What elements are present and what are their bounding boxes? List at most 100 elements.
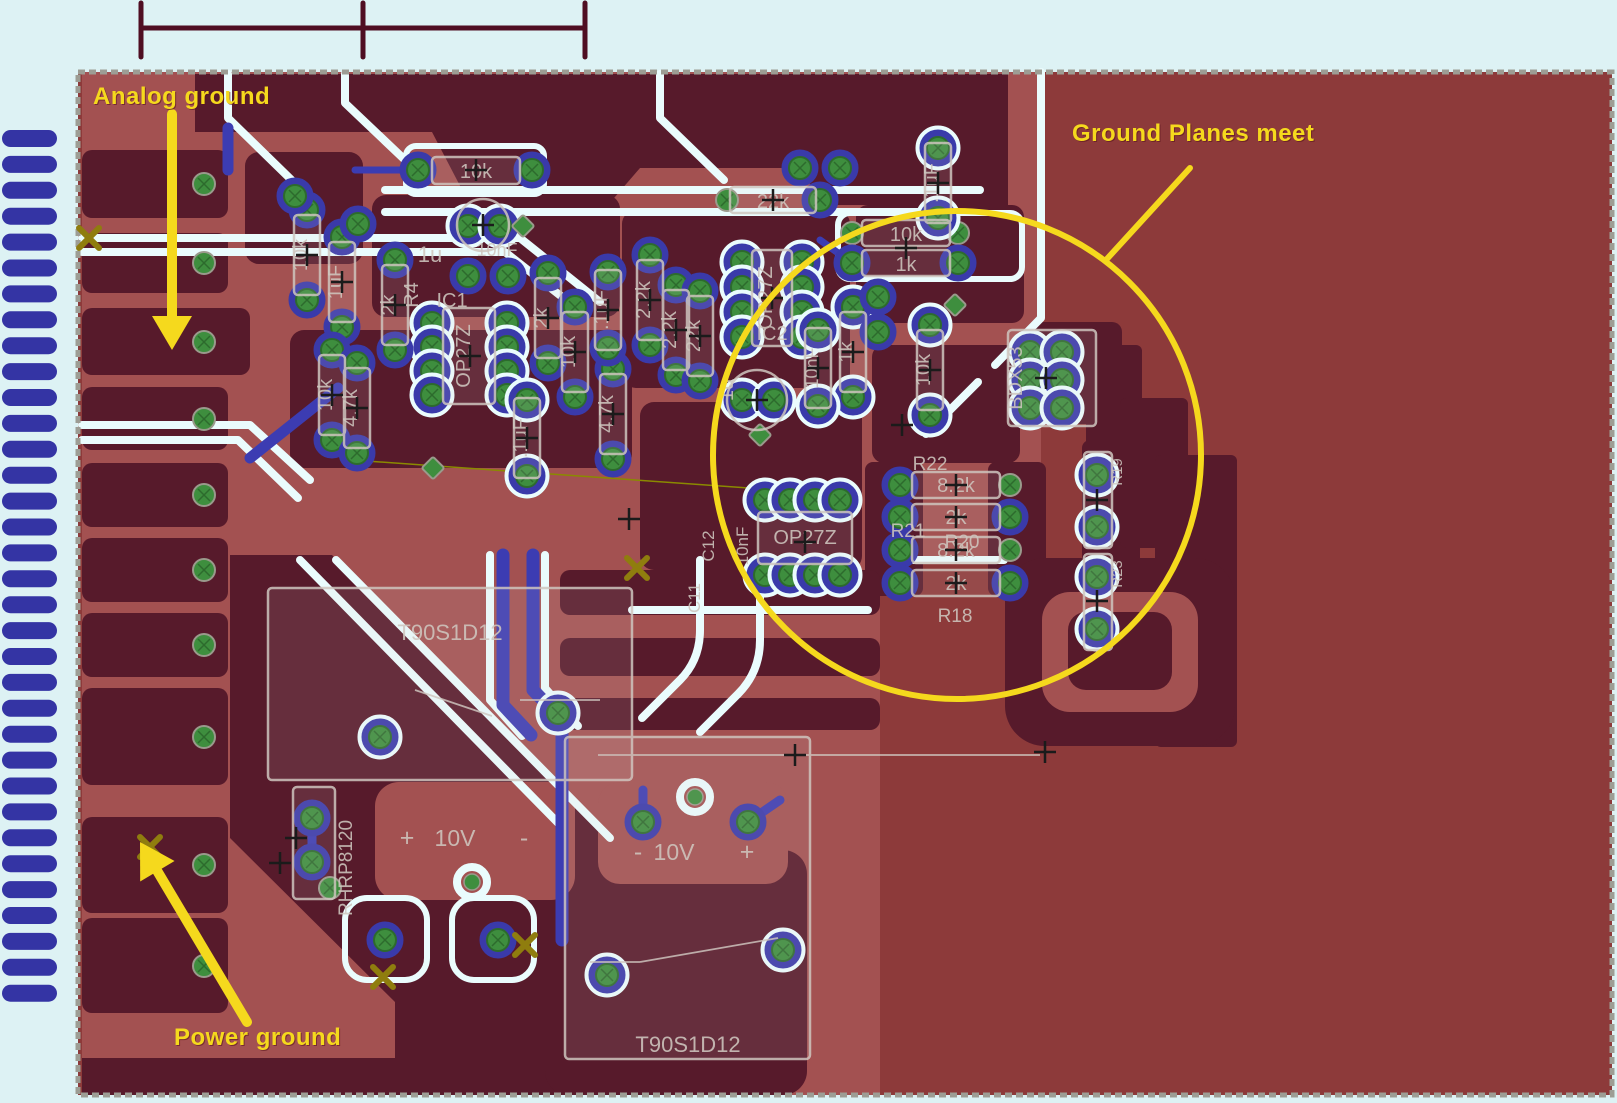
pad-hatch bbox=[767, 393, 781, 407]
pad-halo bbox=[915, 195, 961, 241]
connector-pin bbox=[2, 440, 57, 458]
ground-planes-circle bbox=[710, 208, 1204, 702]
silk-label: - bbox=[634, 838, 642, 866]
pad-ring bbox=[939, 244, 977, 282]
pad-hatch bbox=[520, 393, 534, 407]
pad-ring bbox=[489, 257, 527, 295]
pad-ring bbox=[539, 694, 577, 732]
pad-halo bbox=[760, 927, 806, 973]
component-outline bbox=[563, 735, 812, 1061]
connector-pin bbox=[2, 803, 57, 821]
connector-pin bbox=[2, 492, 57, 510]
target-pad-ring bbox=[676, 778, 714, 816]
pad-hatch bbox=[1055, 345, 1069, 359]
pad-hatch bbox=[833, 161, 847, 175]
pad-hatch bbox=[1090, 468, 1104, 482]
pad-ring bbox=[821, 556, 859, 594]
pad-hatch bbox=[1003, 543, 1017, 557]
separation-channel bbox=[78, 234, 604, 306]
connector-pin bbox=[2, 958, 57, 976]
pad-ring bbox=[293, 799, 331, 837]
pad-ring bbox=[589, 253, 627, 291]
silk-label: 10V bbox=[435, 825, 477, 851]
pad-hatch bbox=[461, 219, 475, 233]
target-pad bbox=[463, 873, 481, 891]
pad-ring bbox=[729, 803, 767, 841]
diamond-pad bbox=[511, 214, 535, 238]
pad-hatch bbox=[1090, 520, 1104, 534]
connector-pin bbox=[2, 673, 57, 691]
pad-ring bbox=[589, 329, 627, 367]
pad-ring bbox=[991, 564, 1029, 602]
component-outline bbox=[291, 785, 337, 901]
silk-label: R18 bbox=[938, 606, 973, 627]
pad-hatch bbox=[893, 478, 907, 492]
pad-ring bbox=[991, 498, 1029, 536]
pad-hatch bbox=[951, 256, 965, 270]
pad-hatch bbox=[811, 323, 825, 337]
pad-hatch bbox=[197, 335, 211, 349]
connector-pin bbox=[2, 648, 57, 665]
pad-hatch bbox=[1003, 478, 1017, 492]
pad-ring bbox=[339, 205, 377, 243]
pad-ring bbox=[859, 278, 897, 316]
pad-ring bbox=[556, 378, 594, 416]
connector-pin bbox=[2, 130, 57, 147]
pad-ring bbox=[631, 326, 669, 364]
connector-pin bbox=[2, 155, 57, 173]
pad-hatch bbox=[1003, 576, 1017, 590]
silk-label: 10V bbox=[654, 839, 696, 865]
pad-hatch bbox=[197, 563, 211, 577]
pad-ring bbox=[594, 440, 632, 478]
pad-ring bbox=[293, 843, 331, 881]
pad-hatch bbox=[893, 576, 907, 590]
left-edge-pad bbox=[82, 387, 228, 450]
pad-hatch bbox=[351, 217, 365, 231]
pad-ring bbox=[624, 803, 662, 841]
pad-ring bbox=[361, 718, 399, 756]
copper-pour bbox=[545, 850, 807, 1095]
pad-ring bbox=[833, 244, 871, 282]
target-pad-ring bbox=[453, 863, 491, 901]
silk-label: R19 bbox=[1109, 458, 1126, 486]
pad-hatch bbox=[833, 568, 847, 582]
diamond-pad bbox=[943, 293, 967, 317]
pad-ring bbox=[529, 254, 567, 292]
pad-halo bbox=[535, 690, 581, 736]
pad-ring bbox=[588, 956, 626, 994]
silk-label: R23 bbox=[1109, 560, 1126, 588]
pad-hatch bbox=[197, 858, 211, 872]
pad-ring bbox=[911, 306, 949, 344]
pad-hatch bbox=[601, 265, 615, 279]
x-mark bbox=[512, 932, 538, 958]
pad-hatch bbox=[491, 933, 505, 947]
analog-ground-arrow-head bbox=[152, 316, 192, 350]
separation-channel bbox=[78, 248, 589, 319]
pad-hatch bbox=[197, 488, 211, 502]
power-ground-arrow-head bbox=[140, 842, 175, 882]
pad-hatch bbox=[1055, 401, 1069, 415]
silk-label: 1k bbox=[895, 254, 917, 276]
silk-line bbox=[414, 689, 493, 717]
connector-pin bbox=[2, 907, 57, 924]
pad-hatch bbox=[197, 177, 211, 191]
silk-label: R22 bbox=[913, 454, 948, 475]
silk-label: RHRP8120 bbox=[336, 820, 357, 916]
silk-label: IC2 bbox=[756, 323, 787, 345]
pad-hatch bbox=[893, 543, 907, 557]
connector-pin bbox=[2, 233, 57, 251]
pad-hatch bbox=[525, 163, 539, 177]
connector-pin bbox=[2, 414, 57, 432]
pad-halo bbox=[907, 392, 953, 438]
pad-halo bbox=[817, 552, 863, 598]
annotation-ground-planes-meet: Ground Planes meet bbox=[1072, 120, 1315, 147]
pad-hatch bbox=[197, 256, 211, 270]
pad-halo bbox=[907, 302, 953, 348]
silk-label: R20 bbox=[945, 532, 980, 553]
connector-pin bbox=[2, 751, 57, 769]
pad-ring bbox=[276, 177, 314, 215]
connector-pin bbox=[2, 311, 57, 329]
connector-pin bbox=[2, 337, 57, 355]
pad-ring bbox=[1043, 389, 1081, 427]
pad-hatch bbox=[520, 469, 534, 483]
